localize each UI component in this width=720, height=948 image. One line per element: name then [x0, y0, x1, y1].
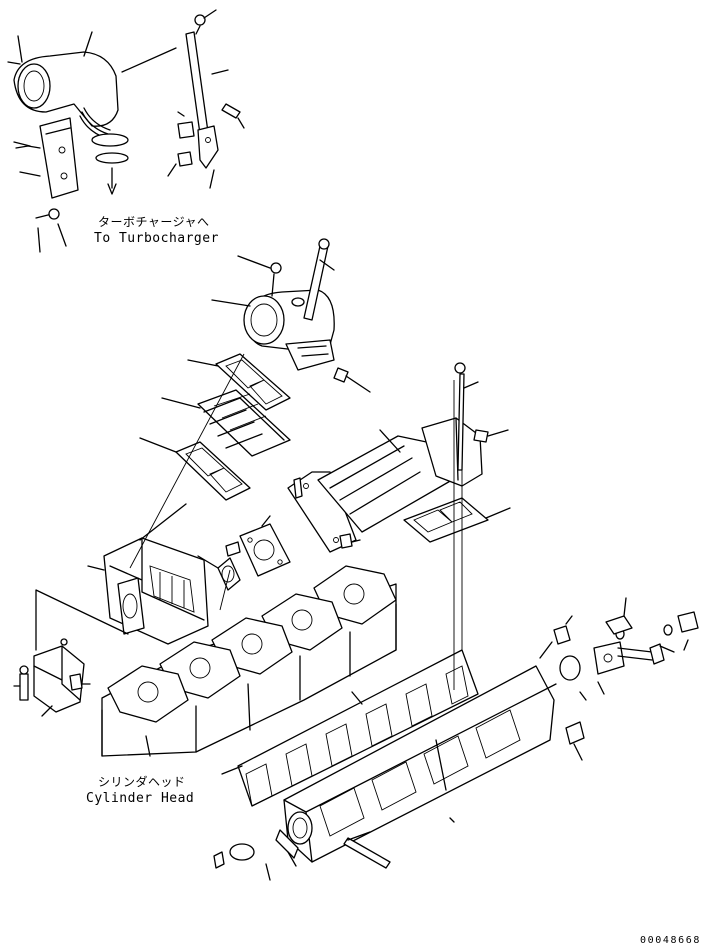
gasket-stack [139, 353, 291, 501]
exhaust-pipe [287, 362, 511, 553]
turbocharger-label-jp: ターボチャージャへ [98, 215, 210, 229]
sensor-fittings [539, 597, 699, 761]
cylinder-heads [101, 565, 397, 757]
support-bracket [167, 9, 245, 189]
turbocharger-label-en: To Turbocharger [94, 231, 219, 246]
manifold-gasket [221, 649, 479, 807]
turbo-spacer-block [87, 503, 209, 645]
cylinder-head-label-en: Cylinder Head [86, 791, 195, 806]
center-flange [197, 515, 291, 591]
exhaust-elbow [211, 238, 371, 393]
assembly-guide-lines [129, 353, 463, 690]
intake-elbow-assembly [7, 31, 177, 253]
exhaust-manifold [213, 665, 557, 881]
drawing-code: 00048668 [640, 935, 701, 946]
bypass-valve [13, 589, 129, 717]
cylinder-head-label-jp: シリンダヘッド [98, 775, 186, 789]
